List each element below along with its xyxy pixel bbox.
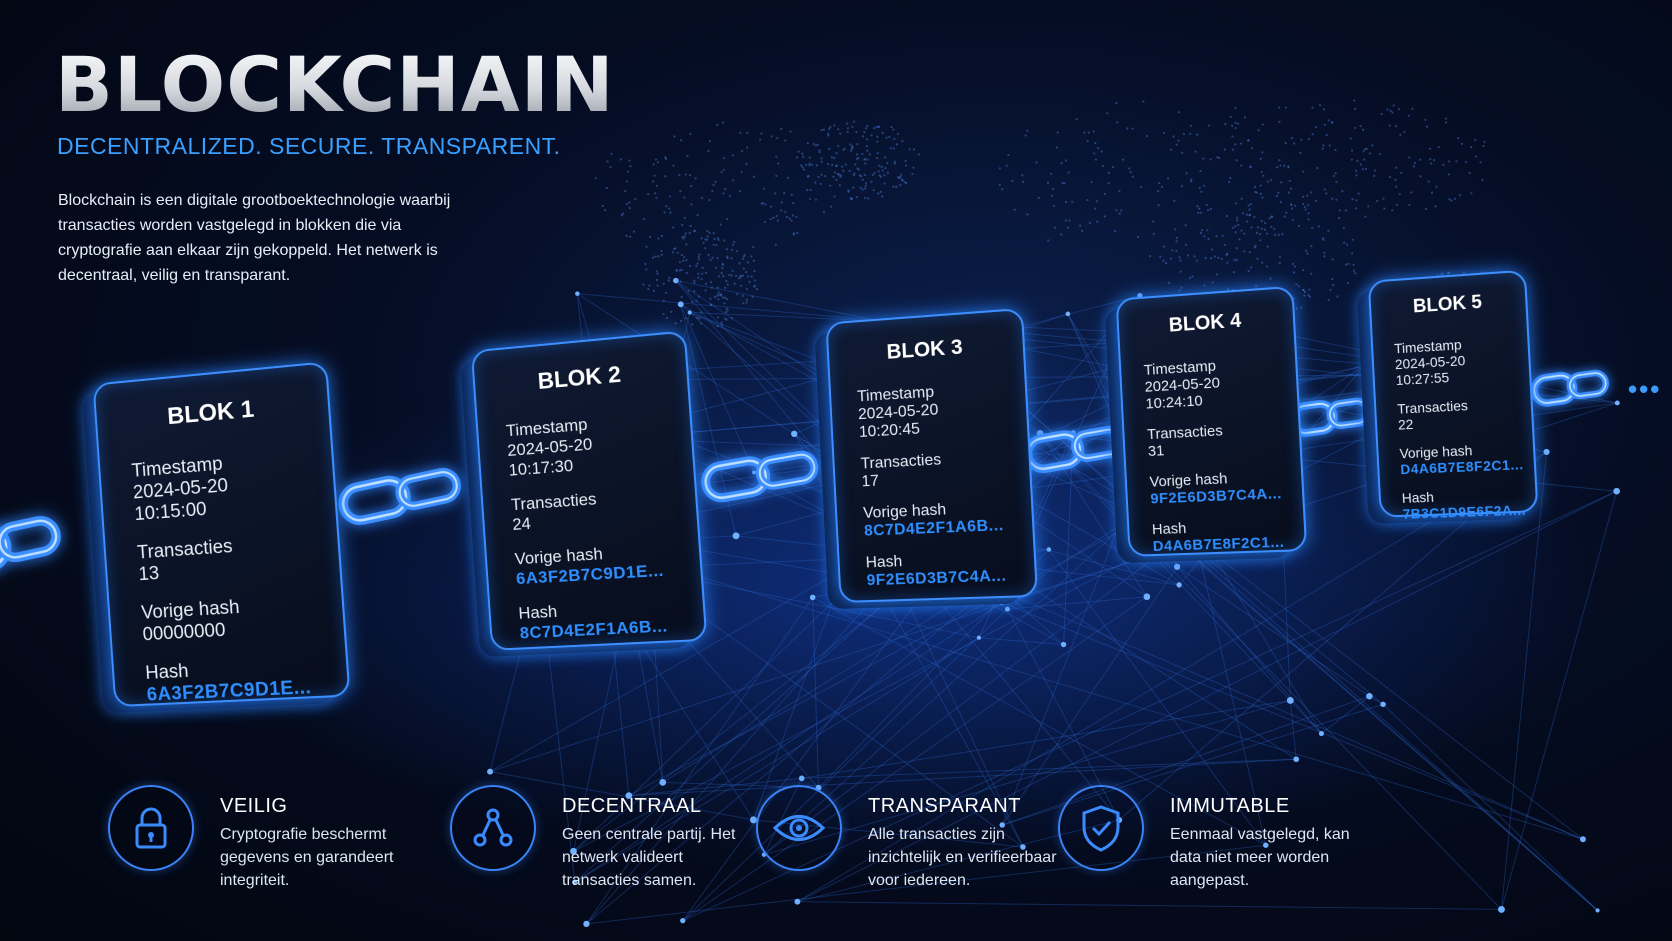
feature-description: Cryptografie beschermt gegevens en garan… bbox=[220, 823, 420, 892]
timestamp-value: 2024-05-20 10:20:45 bbox=[858, 398, 1000, 442]
block-card-1: BLOK 1 Timestamp 2024-05-20 10:15:00 Tra… bbox=[93, 361, 351, 707]
lock-icon bbox=[108, 785, 194, 871]
feature-title: TRANSPARANT bbox=[868, 795, 1021, 818]
shield-check-icon bbox=[1058, 785, 1144, 871]
block-title: BLOK 5 bbox=[1392, 290, 1505, 319]
feature-description: Alle transacties zijn inzichtelijk en ve… bbox=[868, 823, 1068, 892]
block-card-3: BLOK 3 Timestamp 2024-05-20 10:20:45 Tra… bbox=[825, 308, 1038, 603]
timestamp-value: 2024-05-20 10:27:55 bbox=[1395, 349, 1508, 387]
hash-value: 9F2E6D3B7C4A... bbox=[866, 568, 1008, 591]
feature-title: VEILIG bbox=[220, 795, 287, 818]
timestamp-value: 2024-05-20 10:24:10 bbox=[1144, 371, 1273, 412]
network-icon bbox=[450, 785, 536, 871]
feature-title: IMMUTABLE bbox=[1170, 795, 1290, 818]
block-title: BLOK 2 bbox=[502, 358, 658, 399]
block-card-5: BLOK 5 Timestamp 2024-05-20 10:27:55 Tra… bbox=[1368, 270, 1539, 518]
block-card-2: BLOK 2 Timestamp 2024-05-20 10:17:30 Tra… bbox=[471, 330, 708, 651]
feature-description: Eenmaal vastgelegd, kan data niet meer w… bbox=[1170, 823, 1370, 892]
block-title: BLOK 3 bbox=[854, 333, 995, 367]
block-title: BLOK 4 bbox=[1141, 308, 1270, 340]
block-card-4: BLOK 4 Timestamp 2024-05-20 10:24:10 Tra… bbox=[1116, 286, 1308, 557]
chain-continuation-dots: ••• bbox=[1628, 374, 1661, 405]
feature-title: DECENTRAAL bbox=[562, 795, 701, 818]
block-title: BLOK 1 bbox=[127, 392, 296, 435]
eye-icon bbox=[756, 785, 842, 871]
feature-description: Geen centrale partij. Het netwerk valide… bbox=[562, 823, 762, 892]
